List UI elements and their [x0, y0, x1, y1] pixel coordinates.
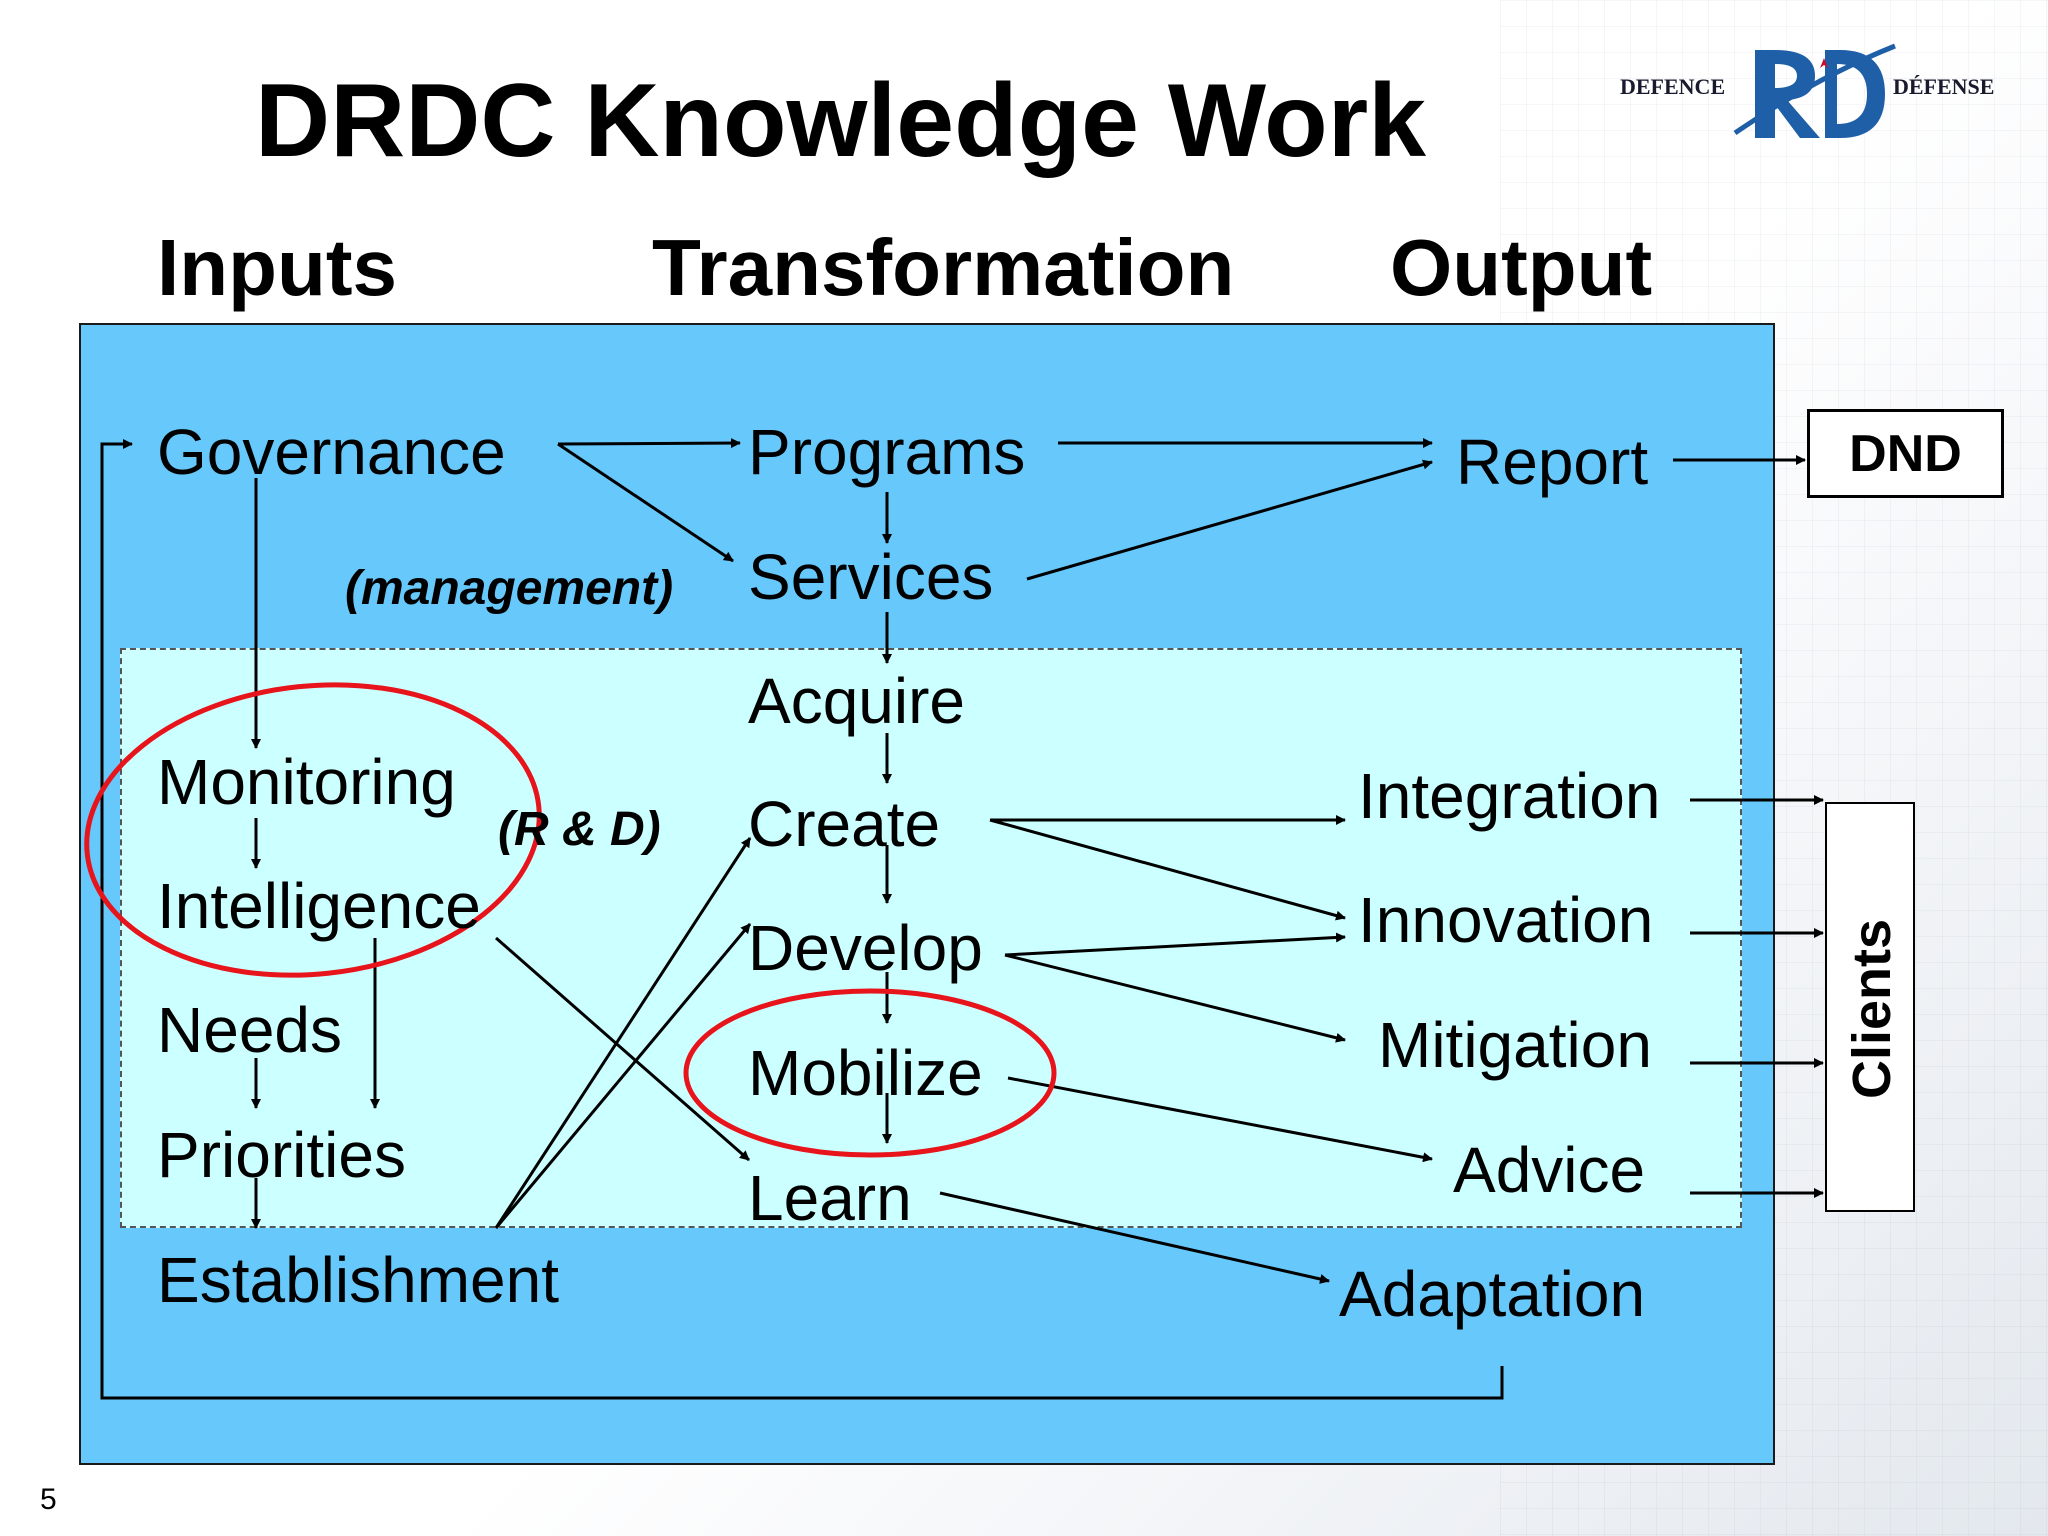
arrow-governance-services	[557, 442, 734, 563]
node-programs: Programs	[748, 416, 1026, 488]
arrow-intelligence-learn	[495, 936, 750, 1162]
arrow-services-report	[1026, 459, 1433, 581]
node-adaptation: Adaptation	[1339, 1258, 1646, 1330]
dnd-box: DND	[1807, 409, 2004, 498]
logo-text-left: DEFENCE	[1620, 74, 1725, 99]
node-learn: Learn	[748, 1162, 912, 1234]
column-header-transformation: Transformation	[652, 223, 1235, 312]
node-priorities: Priorities	[157, 1119, 406, 1191]
node-mitigation: Mitigation	[1378, 1009, 1652, 1081]
label-rnd: (R & D)	[498, 803, 661, 856]
logo-text-right: DÉFENSE	[1893, 74, 1994, 99]
node-needs: Needs	[157, 994, 342, 1066]
node-governance: Governance	[157, 416, 506, 488]
node-establishment: Establishment	[157, 1244, 559, 1316]
node-integration: Integration	[1358, 760, 1661, 832]
arrow-establishment-develop	[494, 923, 752, 1229]
clients-label: Clients	[1842, 918, 1902, 1100]
arrow-develop-mitigation	[1004, 953, 1346, 1043]
inner-panel-rnd	[120, 648, 1742, 1228]
node-monitoring: Monitoring	[157, 746, 456, 818]
node-report: Report	[1456, 426, 1649, 498]
clients-box: Clients	[1825, 802, 1915, 1212]
rd-emblem	[1733, 43, 1896, 138]
node-advice: Advice	[1453, 1134, 1646, 1206]
column-header-output: Output	[1390, 223, 1653, 312]
slide-number: 5	[40, 1483, 57, 1516]
arrow-learn-adaptation	[939, 1191, 1330, 1284]
arrow-governance-programs	[557, 438, 741, 449]
arrow-establishment-create	[494, 837, 752, 1229]
arrow-develop-innovation	[1004, 932, 1346, 957]
node-create: Create	[748, 788, 941, 860]
node-services: Services	[748, 541, 994, 613]
node-intelligence: Intelligence	[157, 870, 481, 942]
node-mobilize: Mobilize	[748, 1037, 983, 1109]
arrow-create-innovation	[989, 818, 1346, 921]
node-acquire: Acquire	[748, 665, 965, 737]
feedback-loop-line	[100, 439, 1504, 1400]
dnd-label: DND	[1849, 424, 1962, 483]
label-management: (management)	[345, 562, 674, 615]
node-develop: Develop	[748, 912, 983, 984]
highlight-ellipse-mobilize	[683, 988, 1057, 1158]
arrow-mobilize-advice	[1007, 1076, 1433, 1163]
column-header-inputs: Inputs	[157, 223, 397, 312]
slide-title: DRDC Knowledge Work	[255, 63, 1427, 179]
highlight-ellipse-intelligence	[84, 682, 542, 978]
drdc-logo: DEFENCE DÉFENSE	[1615, 38, 2025, 148]
node-innovation: Innovation	[1358, 884, 1654, 956]
